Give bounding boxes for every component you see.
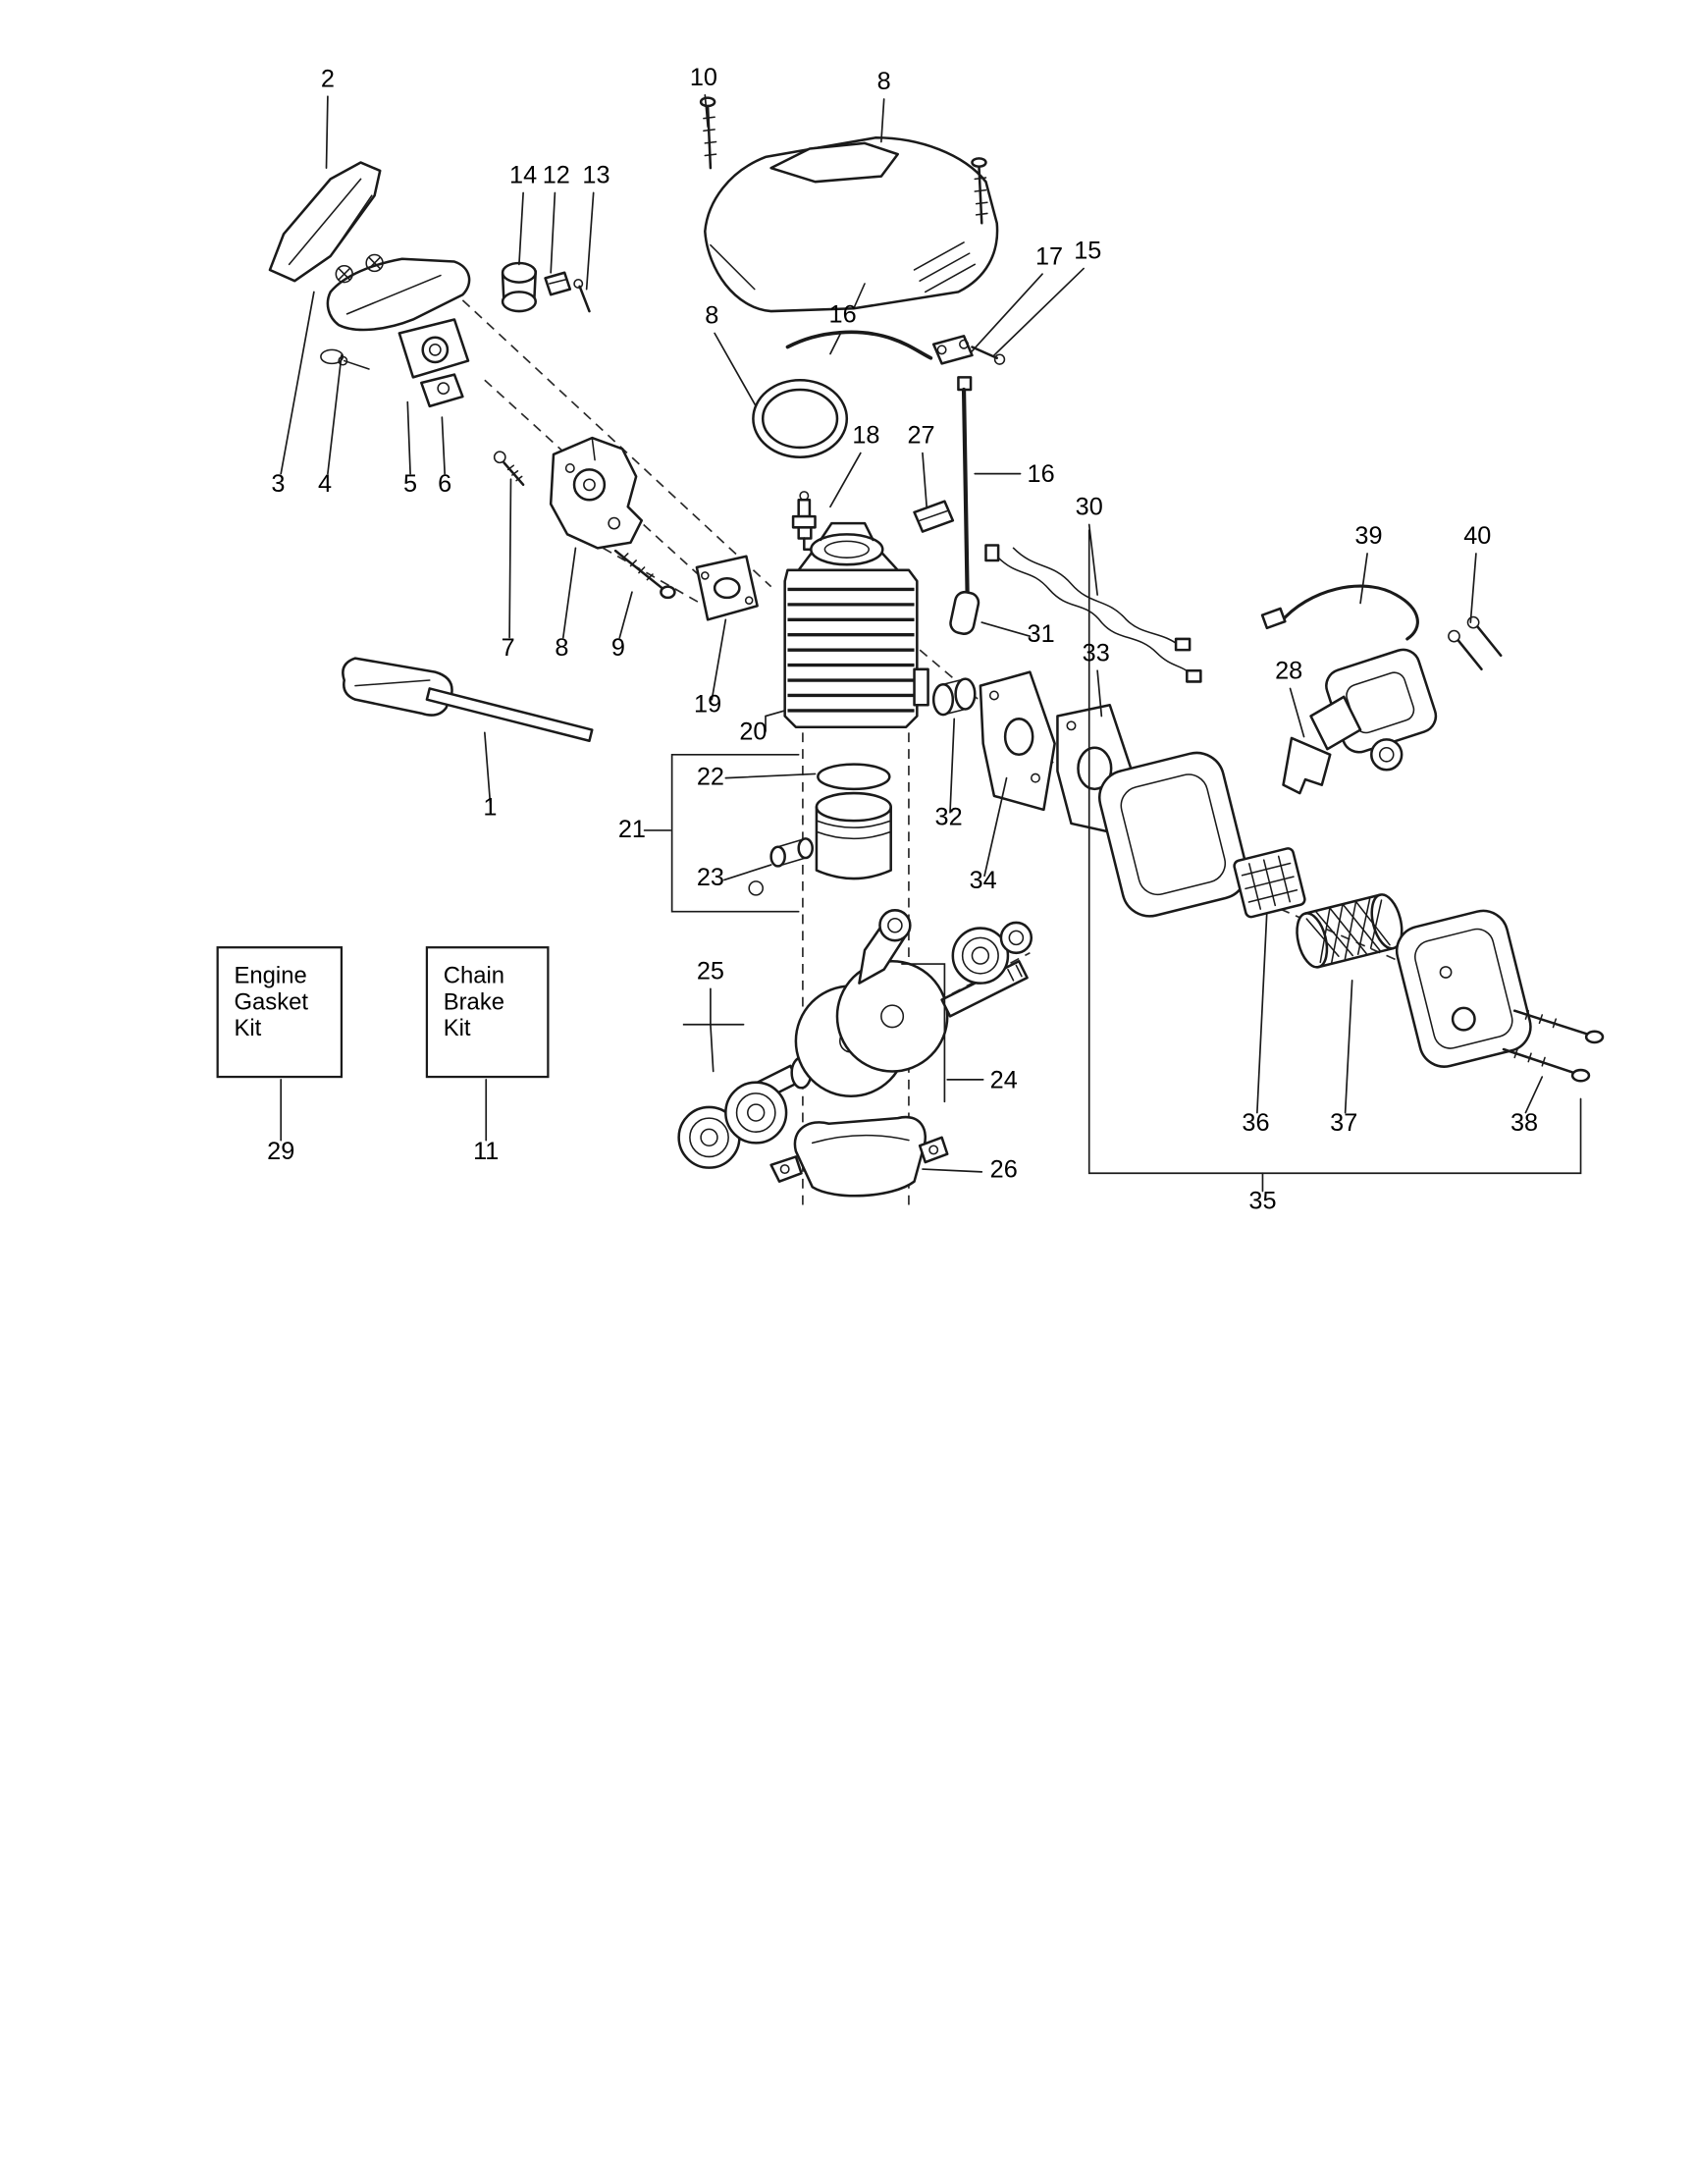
callout-4: 4 (318, 470, 332, 498)
wrist-pin (748, 837, 814, 896)
callout-22: 22 (697, 764, 724, 791)
callout-30: 30 (1076, 494, 1103, 521)
callout-14: 14 (509, 162, 537, 189)
callout-16-line: 16 (1028, 460, 1055, 488)
spark-plug (791, 491, 817, 552)
callout-7: 7 (502, 634, 515, 662)
callout-21: 21 (618, 816, 646, 843)
engine-gasket-kit-line3: Kit (235, 1015, 262, 1041)
callout-3: 3 (271, 470, 285, 498)
piston (815, 791, 892, 880)
callout-37: 37 (1330, 1109, 1357, 1137)
muffler-body (1098, 751, 1248, 918)
callout-12: 12 (543, 162, 570, 189)
callout-29: 29 (267, 1138, 294, 1165)
shroud-screw-right (971, 157, 988, 225)
crank-bracket (901, 963, 946, 1103)
starter-o-ring (752, 378, 849, 459)
callout-9: 9 (611, 634, 625, 662)
shroud-screw-left (699, 96, 717, 170)
line-clamp-and-screw (931, 335, 1006, 365)
callout-18: 18 (852, 422, 879, 450)
engine-gasket-kit-line1: Engine (235, 963, 307, 989)
piston-ring (817, 763, 891, 791)
callout-11: 11 (473, 1138, 499, 1165)
intake-boot-and-clamp (501, 261, 591, 313)
cylinder-assembly (783, 521, 929, 728)
callout-13: 13 (582, 162, 609, 189)
callout-8-pump: 8 (555, 634, 568, 662)
chain-brake-kit-line3: Kit (444, 1015, 471, 1041)
throttle-handle-assembly (320, 253, 471, 408)
carb-gasket (695, 555, 759, 621)
callout-8-top: 8 (877, 68, 891, 95)
screw-part-7 (493, 451, 525, 487)
callout-1: 1 (483, 794, 497, 822)
breather-part (913, 500, 955, 533)
callout-16-top: 16 (829, 300, 857, 328)
oil-pump-plate (549, 436, 644, 550)
cross-screw-icon (335, 264, 353, 284)
callout-2: 2 (321, 65, 335, 92)
muffler-baffle-plate (1233, 847, 1306, 919)
muffler-gasket-plate (979, 670, 1056, 812)
callout-39: 39 (1354, 522, 1382, 550)
callout-24: 24 (990, 1066, 1018, 1093)
cross-screw-icon (365, 253, 384, 273)
callout-20: 20 (739, 718, 767, 745)
callout-23: 23 (697, 864, 724, 891)
callout-32: 32 (935, 803, 963, 830)
callout-26: 26 (990, 1155, 1018, 1183)
leader-lines (280, 93, 1544, 1193)
chain-brake-kit-line2: Brake (444, 988, 504, 1015)
callout-5: 5 (403, 470, 417, 498)
callout-19: 19 (694, 690, 721, 718)
callout-25: 25 (697, 957, 724, 985)
ignition-screws (1448, 615, 1503, 671)
crankcase-bottom (769, 1115, 949, 1198)
fuel-line-curved (785, 330, 933, 360)
callout-40: 40 (1463, 522, 1491, 550)
cylinder-fins (787, 587, 915, 713)
chain-brake-kit-box: Chain Brake Kit (425, 946, 550, 1079)
callout-33: 33 (1083, 639, 1110, 666)
callout-labels: 2 10 8 14 12 13 17 15 8 16 3 4 5 6 18 27… (267, 64, 1538, 1215)
callout-6: 6 (438, 470, 451, 498)
intake-spacer (931, 677, 977, 717)
callout-17: 17 (1035, 242, 1063, 270)
piston-kit-bracket (670, 753, 800, 913)
callout-8-oring: 8 (705, 302, 718, 330)
engine-gasket-kit-box: Engine Gasket Kit (216, 946, 344, 1079)
callout-10: 10 (690, 64, 717, 91)
callout-31: 31 (1028, 620, 1055, 648)
callout-28: 28 (1275, 658, 1302, 685)
crank-bearings (677, 921, 1033, 1169)
scrench-tool (342, 657, 594, 743)
muffler-kit-bracket (1087, 529, 1582, 1175)
spark-arrestor-screen (1296, 893, 1404, 969)
ignition-bracket (1282, 736, 1332, 795)
callout-27: 27 (908, 422, 935, 450)
top-cover-part (268, 161, 382, 283)
fuel-pickup-line (949, 376, 980, 635)
callout-36: 36 (1242, 1109, 1269, 1137)
callout-38: 38 (1510, 1109, 1538, 1137)
engine-gasket-kit-line2: Gasket (235, 988, 309, 1015)
engine-shroud-cover (704, 136, 999, 313)
screw-part-9 (613, 549, 676, 600)
callout-34: 34 (970, 867, 997, 894)
ignition-module (1260, 584, 1438, 772)
callout-35: 35 (1248, 1188, 1276, 1215)
wiring-harness (984, 544, 1202, 683)
muffler-cover (1395, 909, 1532, 1068)
callout-15: 15 (1074, 238, 1101, 265)
chain-brake-kit-line1: Chain (444, 963, 504, 989)
muffler-screws (1502, 1009, 1605, 1083)
